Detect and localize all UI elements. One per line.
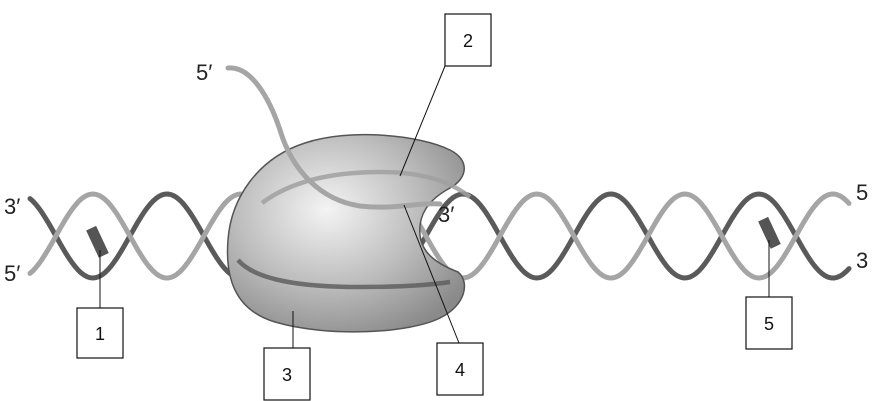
callout-3: 3 (263, 347, 311, 401)
rna-transcript (225, 65, 443, 210)
callout-4-label: 4 (455, 360, 465, 380)
dna-template-strand (27, 191, 852, 281)
callout-1-label: 1 (95, 324, 105, 344)
dna-coding-strand (27, 191, 852, 281)
bottom-right-strand-end: 3 (856, 248, 868, 273)
coding-strand-in-enzyme (260, 169, 472, 205)
rna-3-prime-end: 3′ (438, 202, 454, 227)
callout-5: 5 (745, 296, 793, 350)
right-marker (758, 216, 781, 249)
callout-2-label: 2 (463, 31, 473, 51)
leader-line-2 (399, 65, 446, 177)
dna-helix (27, 191, 852, 281)
top-right-strand-end: 5 (856, 180, 868, 205)
callout-4: 4 (436, 342, 484, 396)
leader-line-4 (403, 204, 460, 344)
callout-1: 1 (76, 307, 124, 359)
rna-5-prime-end: 5′ (196, 60, 212, 85)
bottom-left-strand-end: 5′ (4, 261, 20, 286)
callout-5-label: 5 (764, 314, 774, 334)
top-left-strand-end: 3′ (4, 194, 20, 219)
callout-3-label: 3 (282, 365, 292, 385)
template-strand-in-enzyme (236, 258, 451, 290)
left-marker (86, 225, 109, 258)
callout-2: 2 (444, 13, 492, 67)
